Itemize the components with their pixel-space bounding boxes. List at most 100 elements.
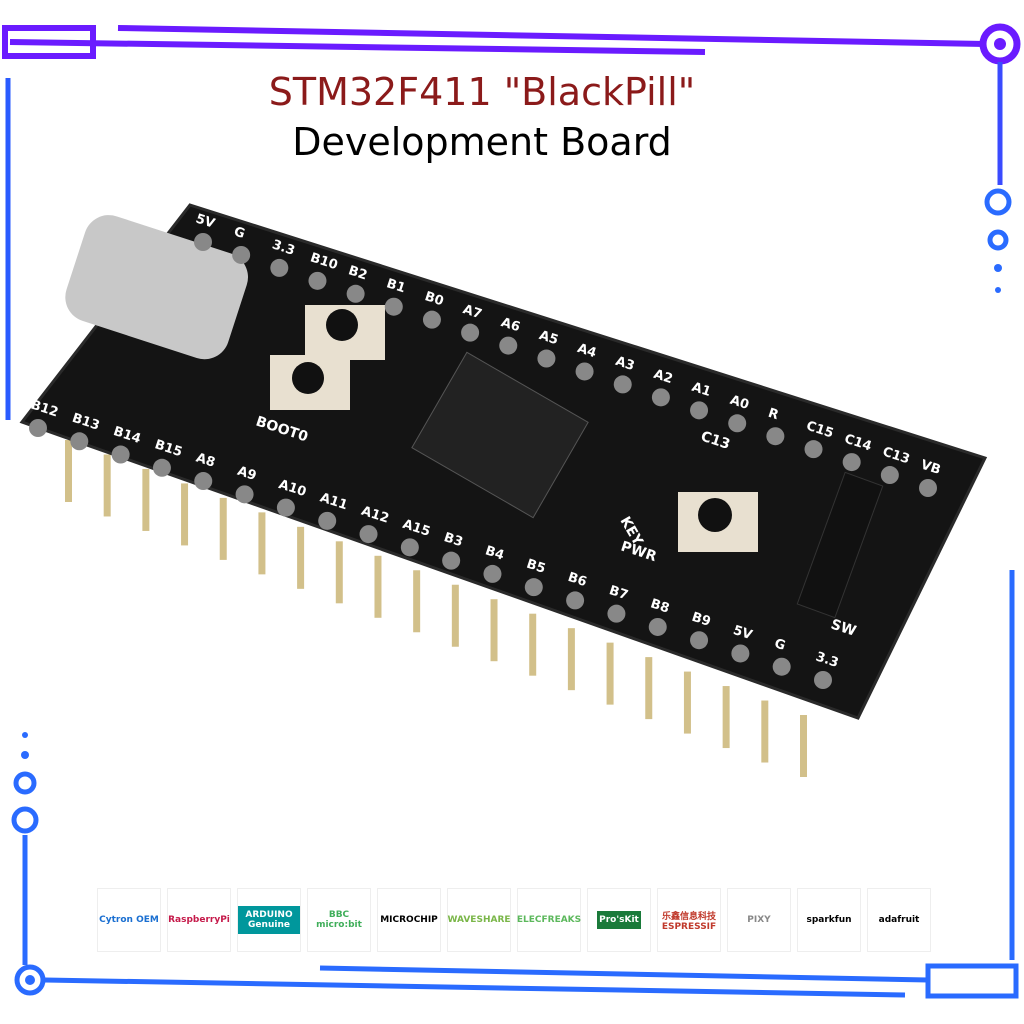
- header-pin: [413, 570, 421, 633]
- pin-label: B8: [649, 596, 672, 616]
- pin-label: VB: [919, 458, 943, 478]
- pin-label: B1: [385, 276, 408, 296]
- pin-pad: [690, 631, 709, 650]
- header-pin: [490, 599, 498, 662]
- pin-label: B2: [346, 263, 369, 283]
- pin-pad: [607, 604, 626, 623]
- pin-pad: [651, 388, 670, 407]
- brand-logo: 乐鑫信息科技 ESPRESSIF: [657, 888, 721, 952]
- brand-logo: MICROCHIP: [377, 888, 441, 952]
- pin-pad: [152, 458, 171, 477]
- pin-label: A8: [194, 451, 217, 471]
- pin-pad: [422, 310, 441, 329]
- pin-label: G: [232, 224, 247, 242]
- header-pin: [761, 700, 769, 763]
- pin-pad: [483, 564, 502, 583]
- header-pin: [606, 642, 614, 705]
- pin-pad: [731, 644, 750, 663]
- brand-logo: BBC micro:bit: [307, 888, 371, 952]
- pin-label: A1: [690, 380, 713, 400]
- pin-label: A6: [499, 315, 522, 335]
- pin-pad: [70, 432, 89, 451]
- product-subtitle: Development Board: [292, 120, 672, 164]
- pin-pad: [575, 362, 594, 381]
- brand-logo-strip: Cytron OEM RaspberryPi ARDUINO Genuine BBC …: [97, 888, 931, 952]
- header-pin: [567, 628, 575, 691]
- brand-logo: RaspberryPi: [167, 888, 231, 952]
- pin-pad: [270, 258, 289, 277]
- pin-pad: [111, 445, 130, 464]
- pin-label: 3.3: [814, 650, 841, 671]
- brand-logo: Cytron OEM: [97, 888, 161, 952]
- pin-pad: [766, 427, 785, 446]
- pin-pad: [442, 551, 461, 570]
- pin-label: 5V: [731, 623, 754, 643]
- pin-pad: [384, 297, 403, 316]
- brand-logo-text: BBC micro:bit: [316, 910, 362, 930]
- brand-logo-text: ELECFREAKS: [516, 915, 582, 925]
- header-pins: [65, 440, 807, 777]
- brand-logo-text: Cytron OEM: [99, 915, 159, 925]
- pin-pad: [400, 538, 419, 557]
- pin-pad: [499, 336, 518, 355]
- pin-label: 5V: [194, 212, 217, 232]
- pin-label: A7: [461, 302, 484, 322]
- brand-logo: ELECFREAKS: [517, 888, 581, 952]
- pin-pad: [194, 472, 213, 491]
- product-title: STM32F411 "BlackPill": [268, 70, 696, 114]
- pin-pad: [728, 414, 747, 433]
- header-pin: [374, 555, 382, 618]
- pin-label: B7: [607, 583, 630, 603]
- pin-pad: [648, 617, 667, 636]
- pin-pad: [842, 453, 861, 472]
- header-pin: [451, 584, 459, 647]
- sw-label: SW: [829, 617, 858, 640]
- brand-logo: Pro'sKit: [587, 888, 651, 952]
- pin-label: B4: [483, 543, 506, 563]
- pin-pad: [613, 375, 632, 394]
- pin-label: 3.3: [270, 237, 297, 258]
- brand-logo-text: WAVESHARE: [447, 915, 511, 925]
- brand-logo-text: Pro'sKit: [597, 911, 641, 929]
- pin-pad: [29, 419, 47, 437]
- pin-pad: [690, 401, 709, 420]
- pin-label: B3: [442, 530, 465, 550]
- brand-logo: sparkfun: [797, 888, 861, 952]
- pin-pad: [232, 245, 251, 264]
- brand-logo: ARDUINO Genuine: [237, 888, 301, 952]
- pin-label: A0: [728, 393, 751, 413]
- header-pin: [800, 715, 807, 777]
- header-pin: [181, 483, 189, 546]
- pin-label: G: [772, 636, 787, 654]
- header-pin: [258, 512, 266, 575]
- pin-pad: [308, 271, 327, 290]
- pin-label: B5: [525, 557, 548, 577]
- header-pin: [335, 541, 343, 604]
- pin-pad: [318, 511, 337, 530]
- pin-label: A4: [575, 341, 598, 361]
- pin-label: A5: [537, 328, 560, 348]
- bottom-pin-row: B12B13B14B15A8A9A10A11A12A15B3B4B5B6B7B8…: [29, 398, 841, 689]
- pin-pad: [235, 485, 254, 504]
- pin-pad: [880, 466, 899, 485]
- brand-logo-text: adafruit: [878, 915, 920, 925]
- pin-pad: [346, 284, 365, 303]
- brand-logo: WAVESHARE: [447, 888, 511, 952]
- brand-logo: PIXY: [727, 888, 791, 952]
- pin-pad: [919, 479, 937, 497]
- pin-pad: [772, 657, 791, 676]
- brand-logo-text: MICROCHIP: [380, 915, 438, 925]
- pin-label: R: [766, 406, 780, 423]
- pin-pad: [566, 591, 585, 610]
- pin-pad: [359, 525, 378, 544]
- header-pin: [297, 526, 305, 589]
- header-pin: [65, 440, 72, 502]
- pin-pad: [537, 349, 556, 368]
- brand-logo-text: sparkfun: [806, 915, 852, 925]
- header-pin: [529, 613, 537, 676]
- usb-c-connector: [65, 215, 248, 360]
- pin-pad: [804, 440, 823, 459]
- brand-logo-text: RaspberryPi: [168, 915, 230, 925]
